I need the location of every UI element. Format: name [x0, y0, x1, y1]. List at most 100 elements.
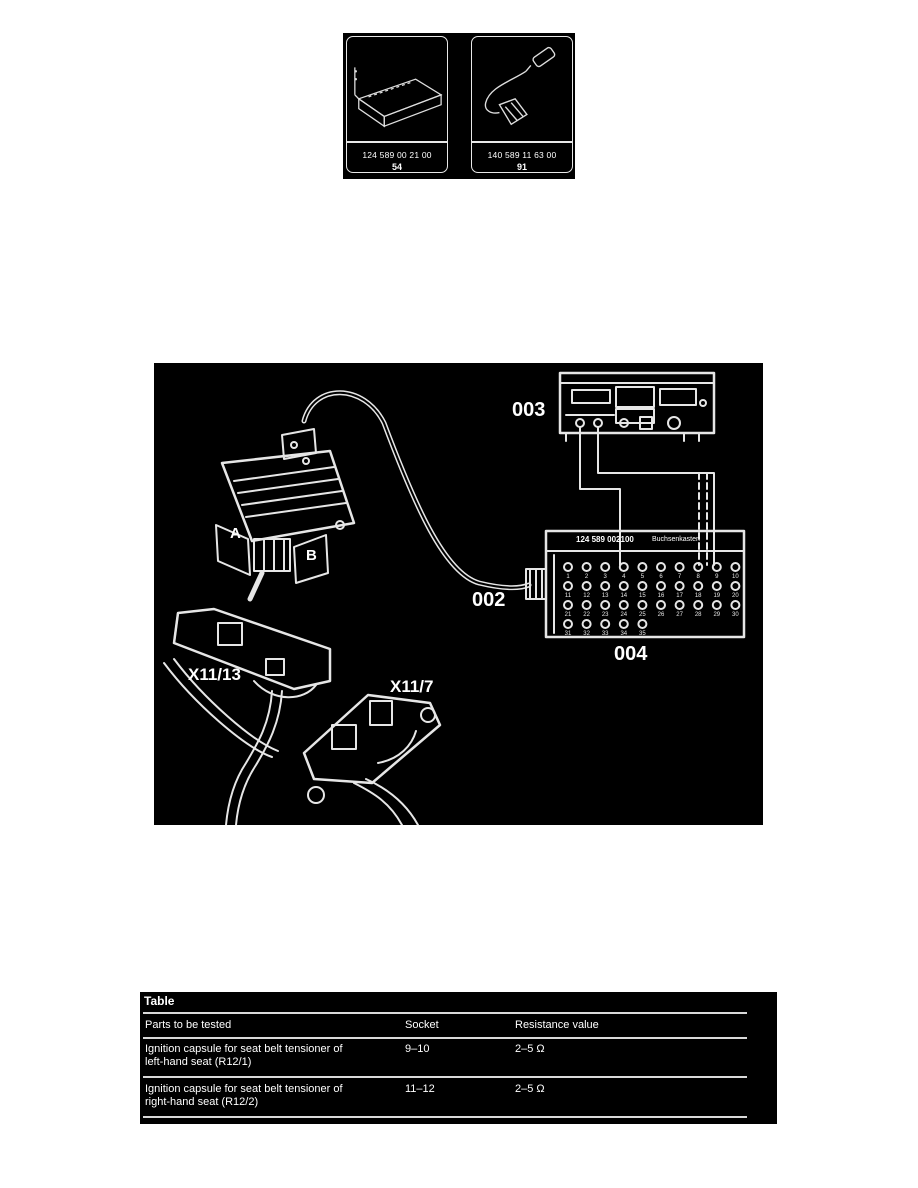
socket-number-label: 29	[713, 612, 720, 618]
socket-number-label: 34	[620, 631, 627, 637]
socket-31	[563, 619, 573, 629]
socket-30	[730, 600, 741, 610]
socket-11	[563, 581, 573, 591]
socket-8	[693, 562, 704, 572]
socket-3	[600, 562, 611, 572]
special-tools-panel: 124 589 00 21 00 54 140 589 11 63 00 91	[343, 33, 575, 179]
socket-32	[581, 619, 592, 629]
socket-35	[637, 619, 648, 629]
socket-23	[600, 600, 611, 610]
socket-number-label: 18	[695, 593, 702, 599]
tool-item-number: 54	[391, 162, 402, 172]
connector-x11-13-label: X11/13	[188, 665, 241, 684]
socket-number-label: 25	[639, 612, 646, 618]
tool-card-socket-box: 124 589 00 21 00 54	[346, 36, 448, 173]
socket-number-label: 17	[676, 593, 683, 599]
resistance-table: Table Parts to be tested Socket Resistan…	[140, 992, 777, 1124]
socket-number-label: 22	[583, 612, 590, 618]
row-resistance: 2–5 Ω	[515, 1043, 545, 1055]
socket-10	[730, 562, 741, 572]
socket-number-label: 13	[602, 593, 609, 599]
socket-number-label: 20	[732, 593, 739, 599]
socket-number-label: 14	[620, 593, 627, 599]
socket-21	[563, 600, 573, 610]
tool-part-number: 124 589 00 21 00	[362, 150, 432, 160]
tester-label: 003	[512, 399, 546, 421]
socket-number-label: 28	[695, 612, 702, 618]
socket-number-label: 27	[676, 612, 683, 618]
socket-20	[730, 581, 741, 591]
header-socket: Socket	[405, 1019, 439, 1031]
socket-4	[618, 562, 629, 572]
socket-15	[637, 581, 648, 591]
header-resistance: Resistance value	[515, 1019, 599, 1031]
socket-number-label: 31	[565, 631, 572, 637]
socket-number-label: 30	[732, 612, 739, 618]
socket-box-tool-image	[354, 67, 443, 128]
socket-27	[674, 600, 685, 610]
socket-number-label: 7	[678, 574, 682, 580]
header-parts: Parts to be tested	[145, 1019, 232, 1031]
row-socket: 11–12	[405, 1083, 435, 1095]
socket-number-label: 16	[658, 593, 665, 599]
row-resistance: 2–5 Ω	[515, 1083, 545, 1095]
socket-9	[711, 562, 722, 572]
socket-14	[618, 581, 629, 591]
tool-card-adapter-cable: 140 589 11 63 00 91	[471, 36, 573, 173]
socket-28	[693, 600, 704, 610]
socket-6	[656, 562, 666, 572]
socket-16	[656, 581, 666, 591]
socket-number-label: 4	[622, 574, 626, 580]
connector-x11-7-label: X11/7	[390, 677, 434, 696]
cable-label: 002	[472, 589, 506, 611]
socket-box-label: 004	[614, 643, 648, 665]
socket-34	[618, 619, 629, 629]
row-part-line2: right-hand seat (R12/2)	[145, 1096, 259, 1108]
plug-a-label: A	[230, 525, 241, 542]
table-title: Table	[144, 994, 175, 1008]
socket-number-label: 26	[658, 612, 665, 618]
socket-number-label: 8	[697, 574, 701, 580]
socket-1	[563, 562, 573, 572]
socket-number-label: 1	[566, 574, 570, 580]
row-part-line2: left-hand seat (R12/1)	[145, 1056, 252, 1068]
socket-number-label: 5	[641, 574, 645, 580]
socket-number-label: 15	[639, 593, 646, 599]
socket-29	[711, 600, 722, 610]
socket-2	[581, 562, 592, 572]
tool-item-number: 91	[516, 162, 527, 172]
row-part-line1: Ignition capsule for seat belt tensioner…	[145, 1083, 343, 1095]
socket-number-label: 21	[565, 612, 572, 618]
socket-25	[637, 600, 648, 610]
socket-33	[600, 619, 611, 629]
socket-17	[674, 581, 685, 591]
socket-18	[693, 581, 704, 591]
socket-22	[581, 600, 592, 610]
socket-number-label: 35	[639, 631, 646, 637]
row-socket: 9–10	[405, 1043, 430, 1055]
row-part-line1: Ignition capsule for seat belt tensioner…	[145, 1043, 343, 1055]
socket-number-label: 10	[732, 574, 739, 580]
socket-19	[711, 581, 722, 591]
socket-number-label: 9	[715, 574, 719, 580]
socket-number-label: 3	[604, 574, 608, 580]
socket-number-label: 33	[602, 631, 609, 637]
socket-5	[637, 562, 648, 572]
socket-number-label: 12	[583, 593, 590, 599]
socket-number-label: 11	[565, 593, 572, 599]
socket-12	[581, 581, 592, 591]
socket-number-label: 6	[659, 574, 663, 580]
socket-13	[600, 581, 611, 591]
socket-24	[618, 600, 629, 610]
socket-number-label: 2	[585, 574, 589, 580]
socket-box-name: Buchsenkasten	[652, 536, 700, 543]
socket-7	[674, 562, 685, 572]
socket-box-part-number: 124 589 002100	[576, 535, 634, 544]
socket-number-label: 32	[583, 631, 590, 637]
socket-number-label: 23	[602, 612, 609, 618]
socket-number-label: 19	[713, 593, 720, 599]
socket-number-label: 24	[620, 612, 627, 618]
adapter-cable-tool-image	[484, 46, 556, 126]
